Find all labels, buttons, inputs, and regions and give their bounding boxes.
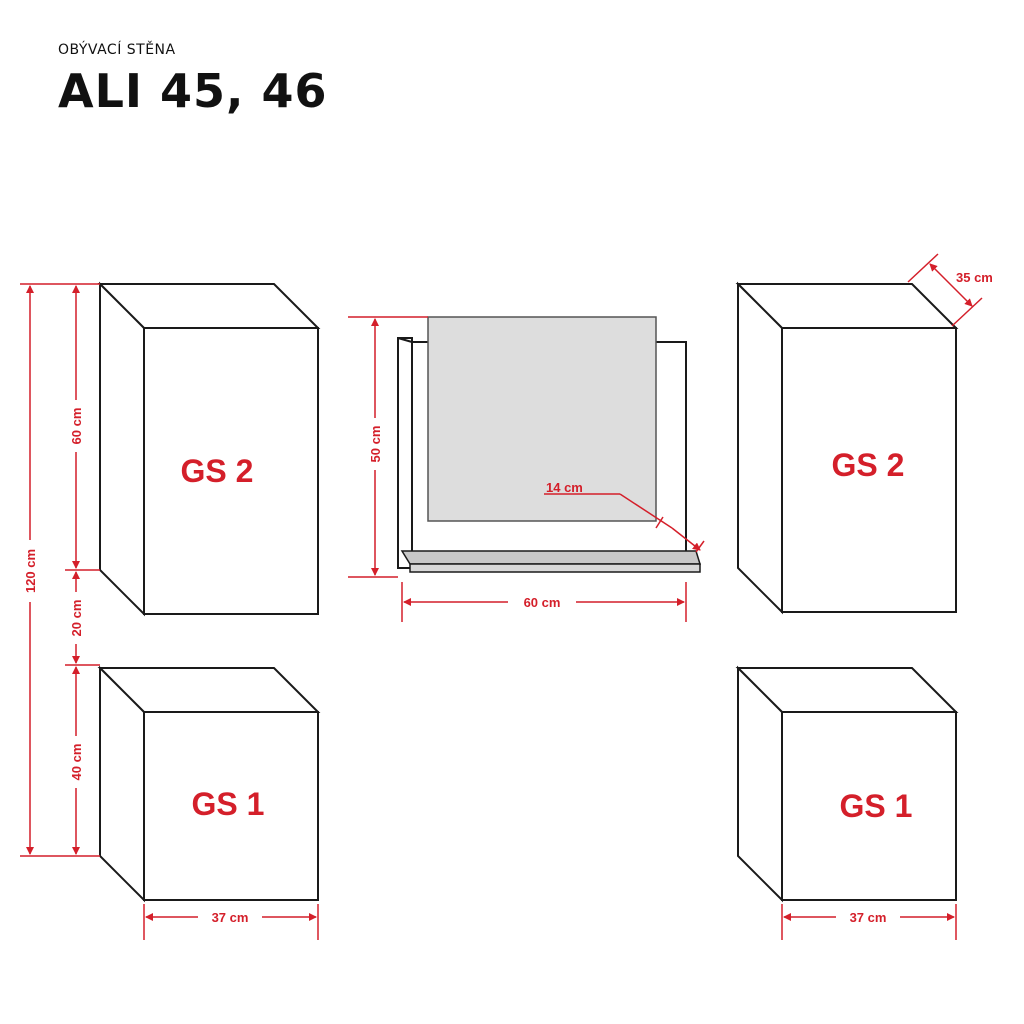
cabinet-label-right-upper: GS 2	[832, 447, 905, 483]
tv-panel	[427, 316, 657, 522]
dim-label-height: 50 cm	[368, 426, 383, 463]
shelf-front	[409, 563, 701, 573]
dim-label-upper: 60 cm	[69, 408, 84, 445]
page-title: ALI 45, 46	[58, 64, 328, 118]
dim-bg	[68, 592, 84, 644]
dim-label-gap: 20 cm	[69, 600, 84, 637]
cabinet-left-lower	[97, 665, 321, 903]
cabinet-front-face	[143, 327, 319, 615]
dim-label-width: 60 cm	[524, 595, 561, 610]
dim-label-width: 37 cm	[212, 910, 249, 925]
right-dimension-lines	[781, 253, 983, 940]
center-wall-panel	[397, 316, 702, 573]
dim-bg	[68, 400, 84, 452]
dim-bg	[68, 736, 84, 788]
dim-label-width: 37 cm	[850, 910, 887, 925]
cabinet-left-upper	[97, 281, 321, 617]
cabinet-label-left-upper: GS 2	[181, 453, 254, 489]
cabinet-right-upper	[735, 281, 959, 615]
panel-side	[397, 337, 413, 569]
cabinet-side-face	[99, 281, 145, 617]
dim-label-total: 120 cm	[23, 549, 38, 593]
center-dimension-lines	[348, 316, 705, 622]
cabinet-front-face	[143, 711, 319, 901]
cabinet-front-face	[781, 327, 957, 613]
cabinet-right-lower	[735, 665, 959, 903]
dim-label-depth: 35 cm	[956, 270, 993, 285]
dim-bg	[22, 540, 38, 602]
cabinet-label-left-lower: GS 1	[192, 786, 265, 822]
header: OBÝVACÍ STĚNA ALI 45, 46	[58, 42, 328, 118]
cabinet-front-face	[781, 711, 957, 901]
cabinet-side-face	[737, 281, 783, 615]
dim-bg	[367, 418, 383, 470]
dim-label-depth: 14 cm	[546, 480, 583, 495]
subtitle: OBÝVACÍ STĚNA	[58, 42, 176, 58]
dim-label-lower: 40 cm	[69, 744, 84, 781]
shelf-top	[400, 550, 702, 565]
cabinet-label-right-lower: GS 1	[840, 788, 913, 824]
